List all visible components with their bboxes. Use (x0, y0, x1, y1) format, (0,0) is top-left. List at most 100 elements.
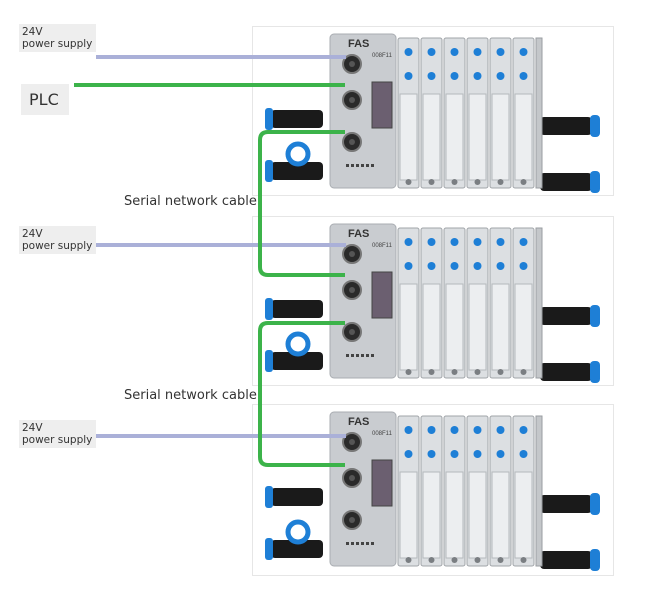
status-led (371, 354, 374, 357)
mounting-screw (520, 369, 527, 375)
module-brand-text: FAS (348, 228, 369, 240)
pneumatic-port (496, 450, 505, 458)
status-led (351, 354, 354, 357)
status-led (346, 542, 349, 545)
connector-pin (349, 287, 355, 293)
silencer-cap (265, 108, 273, 130)
connector-pin (349, 139, 355, 145)
mounting-screw (474, 557, 481, 563)
power-supply-text: power supply (22, 240, 93, 252)
mounting-screw (497, 369, 504, 375)
status-led (371, 164, 374, 167)
mounting-screw (428, 369, 435, 375)
pneumatic-port (473, 238, 482, 246)
pneumatic-port (450, 450, 459, 458)
valve-label-plate (468, 93, 487, 181)
mounting-screw (428, 179, 435, 185)
power-voltage-text: 24V (22, 228, 43, 240)
pneumatic-port (404, 72, 413, 80)
mounting-screw (405, 179, 412, 185)
pneumatic-port (427, 450, 436, 458)
status-led (356, 354, 359, 357)
display-window (371, 459, 393, 507)
coupling-ring (285, 141, 311, 167)
module-code-text: 008F11 (372, 243, 393, 249)
display-window (371, 271, 393, 319)
silencer-cap (265, 486, 273, 508)
valve-label-plate (422, 93, 441, 181)
end-plate (535, 227, 543, 379)
pneumatic-port (404, 48, 413, 56)
serial-cable-caption-1: Serial network cable (124, 194, 257, 209)
pneumatic-port (473, 450, 482, 458)
silencer-cap (590, 305, 600, 327)
exhaust-silencer (271, 540, 323, 558)
pneumatic-port (519, 450, 528, 458)
power-supply-label-2: 24V power supply (19, 226, 97, 254)
valve-label-plate (491, 283, 510, 371)
valve-label-plate (422, 283, 441, 371)
status-led (351, 542, 354, 545)
valve-label-plate (445, 283, 464, 371)
silencer-cap (590, 171, 600, 193)
pneumatic-port (450, 72, 459, 80)
silencer-cap (265, 538, 273, 560)
status-led (366, 542, 369, 545)
valve-label-plate (399, 471, 418, 559)
display-window (371, 81, 393, 129)
status-led (346, 164, 349, 167)
mounting-screw (474, 369, 481, 375)
status-led (351, 164, 354, 167)
valve-label-plate (399, 283, 418, 371)
pneumatic-port (450, 262, 459, 270)
pneumatic-port (404, 262, 413, 270)
pneumatic-port (496, 238, 505, 246)
status-led (366, 164, 369, 167)
valve-label-plate (514, 283, 533, 371)
pneumatic-port (519, 262, 528, 270)
valve-label-plate (399, 93, 418, 181)
mounting-screw (451, 369, 458, 375)
coupling-ring (285, 331, 311, 357)
mounting-screw (520, 557, 527, 563)
valve-label-plate (491, 93, 510, 181)
valve-label-plate (468, 471, 487, 559)
serial-network-cable-2 (258, 321, 345, 467)
exhaust-silencer (271, 300, 323, 318)
valve-label-plate (445, 93, 464, 181)
valve-label-plate (514, 471, 533, 559)
mounting-screw (497, 557, 504, 563)
silencer-cap (265, 350, 273, 372)
pneumatic-port (450, 48, 459, 56)
status-led (361, 354, 364, 357)
status-led (366, 354, 369, 357)
exhaust-silencer (271, 162, 323, 180)
module-code-text: 008F11 (372, 431, 393, 437)
pneumatic-port (427, 238, 436, 246)
status-led (356, 164, 359, 167)
silencer-cap (265, 160, 273, 182)
power-supply-text: power supply (22, 434, 93, 446)
exhaust-silencer (540, 173, 592, 191)
pneumatic-port (404, 450, 413, 458)
pneumatic-port (450, 426, 459, 434)
pneumatic-port (519, 72, 528, 80)
status-led (346, 354, 349, 357)
power-voltage-text: 24V (22, 26, 43, 38)
status-led (371, 542, 374, 545)
mounting-screw (520, 179, 527, 185)
status-led (361, 542, 364, 545)
mounting-screw (474, 179, 481, 185)
exhaust-silencer (271, 110, 323, 128)
exhaust-silencer (540, 495, 592, 513)
power-supply-label-3: 24V power supply (19, 420, 97, 448)
mounting-screw (451, 179, 458, 185)
valve-label-plate (445, 471, 464, 559)
silencer-cap (590, 361, 600, 383)
valve-label-plate (514, 93, 533, 181)
pneumatic-port (427, 48, 436, 56)
